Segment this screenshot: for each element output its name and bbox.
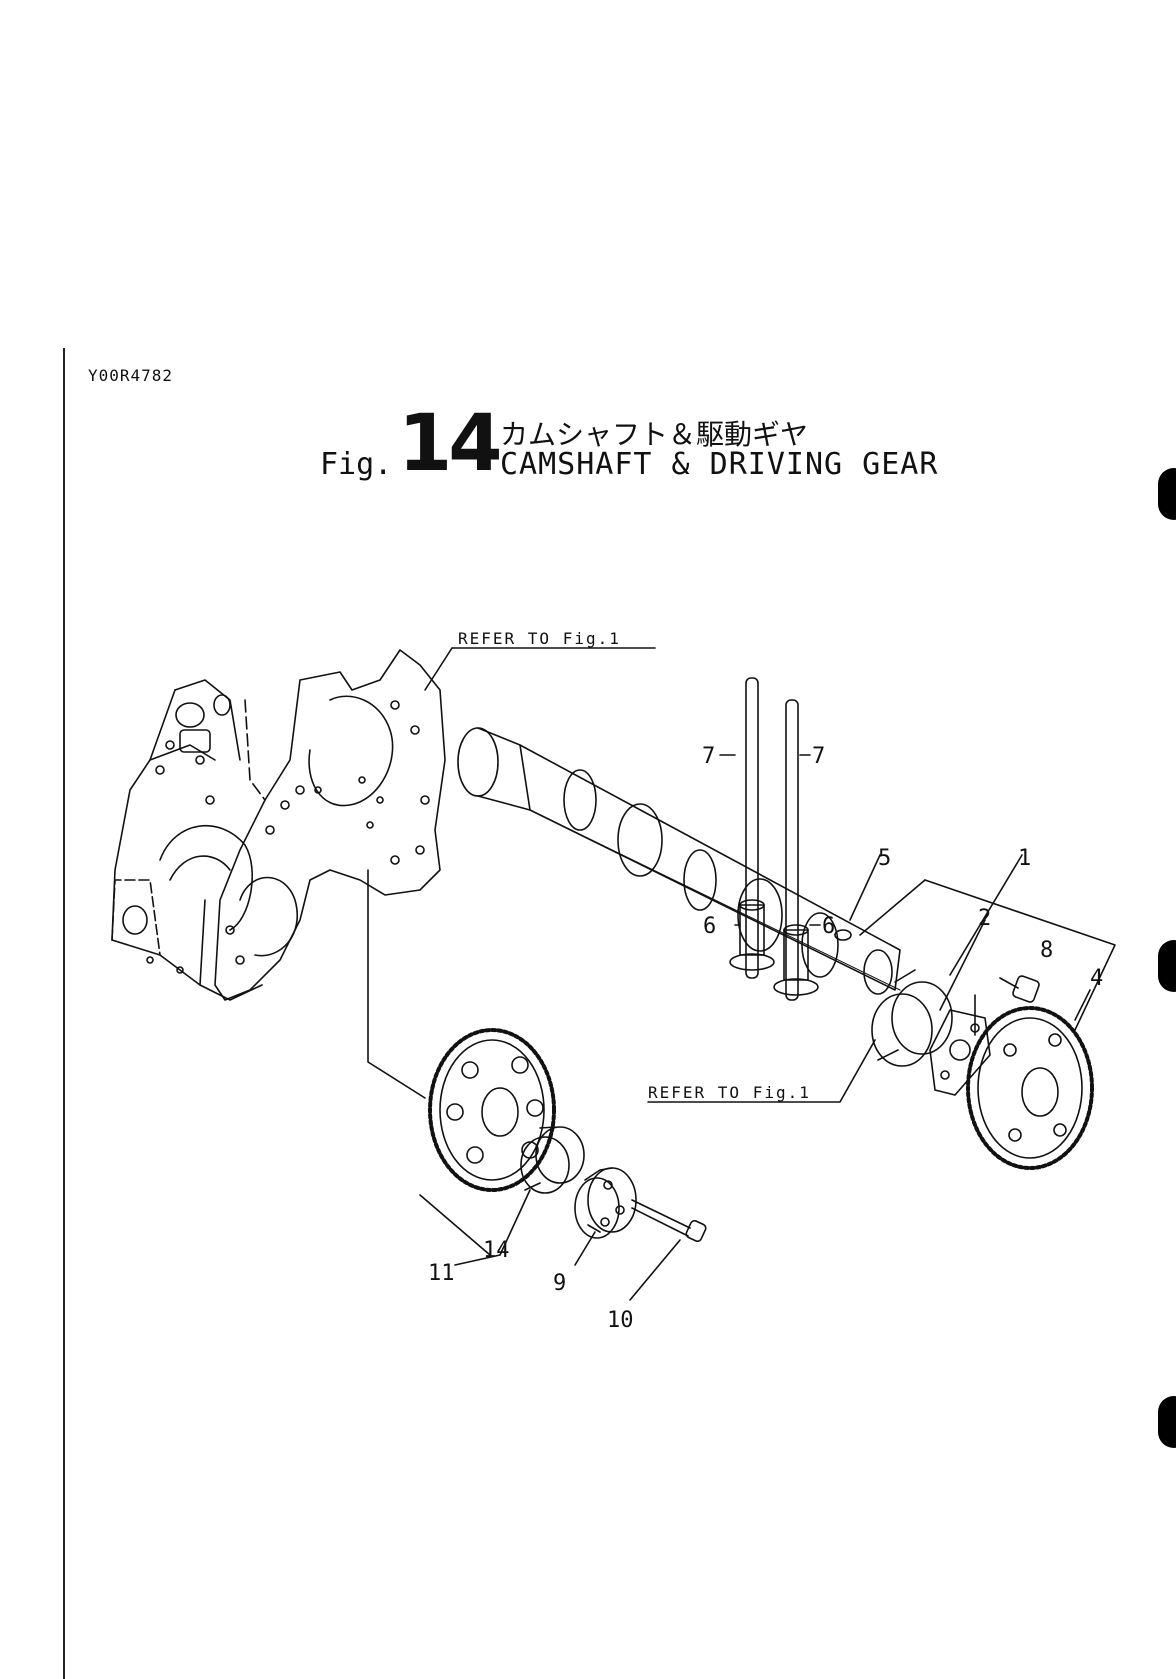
note-refer-top: REFER TO Fig.1 — [458, 629, 621, 648]
callout-2: 2 — [978, 906, 991, 931]
camshaft-gear — [968, 1008, 1092, 1168]
idle-gear — [430, 1030, 554, 1190]
callout-7-right: 7 — [812, 744, 825, 769]
callout-5: 5 — [878, 846, 891, 871]
idle-gear-bushing — [521, 1127, 584, 1193]
push-rods — [746, 678, 798, 1000]
callout-14: 14 — [483, 1238, 510, 1263]
gear-case-plate — [215, 650, 445, 1000]
callout-8: 8 — [1040, 938, 1053, 963]
callout-1: 1 — [1018, 846, 1031, 871]
callout-6-right: 6 — [822, 914, 835, 939]
callout-11: 11 — [428, 1261, 455, 1286]
thrust-plate — [930, 1010, 990, 1095]
callout-10: 10 — [607, 1308, 634, 1333]
idle-gear-shaft — [575, 1168, 636, 1238]
callout-4: 4 — [1090, 966, 1103, 991]
bolt-10 — [632, 1200, 707, 1243]
callout-6-left: 6 — [703, 914, 716, 939]
callout-labels: REFER TO Fig.1 REFER TO Fig.1 7 7 6 6 5 … — [428, 629, 1103, 1333]
callout-9: 9 — [553, 1271, 566, 1296]
engine-block — [112, 680, 265, 1000]
camshaft — [458, 728, 900, 994]
note-refer-bottom: REFER TO Fig.1 — [648, 1083, 811, 1102]
callout-7-left: 7 — [702, 744, 715, 769]
bolt-8 — [1000, 975, 1040, 1003]
